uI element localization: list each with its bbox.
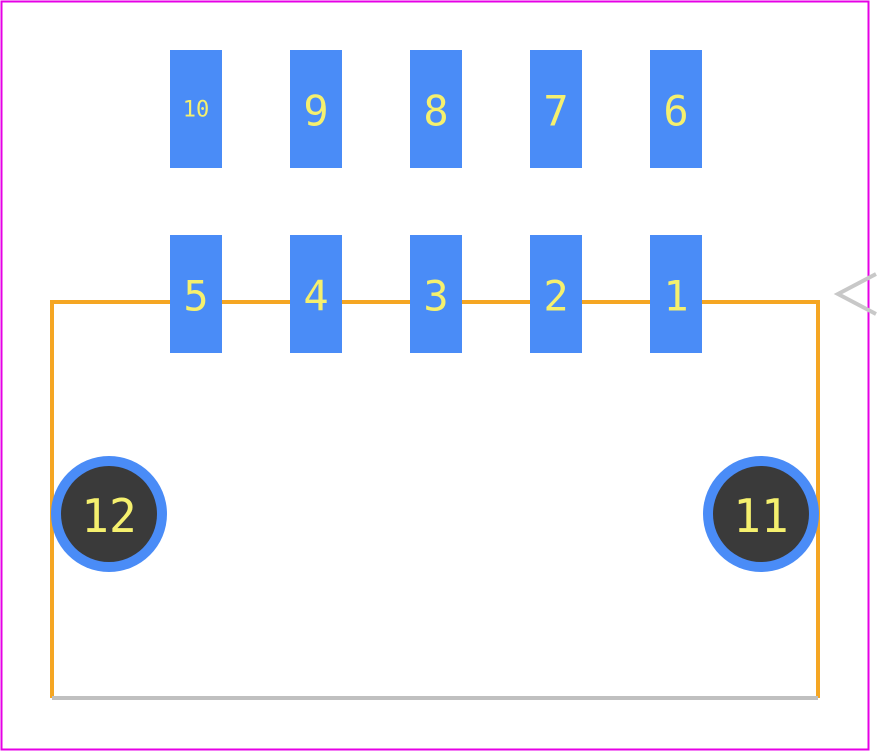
pad-label-7: 7	[543, 87, 568, 136]
pad-7	[530, 50, 582, 168]
pad-3	[410, 235, 462, 353]
pad-label-5: 5	[183, 272, 208, 321]
pad-label-2: 2	[543, 272, 568, 321]
silkscreen-outline	[50, 300, 820, 698]
mounting-holes: 12 11	[51, 456, 819, 572]
mounting-hole-12-drill	[61, 466, 157, 562]
pad-label-9: 9	[303, 87, 328, 136]
pad-1	[650, 235, 702, 353]
pad-6	[650, 50, 702, 168]
pad-label-8: 8	[423, 87, 448, 136]
pad-4	[290, 235, 342, 353]
pin1-marker	[833, 272, 877, 316]
pad-label-10: 10	[183, 98, 210, 123]
mounting-hole-label-11: 11	[733, 489, 788, 543]
mounting-hole-11-drill	[713, 466, 809, 562]
pad-5	[170, 235, 222, 353]
pad-10	[170, 50, 222, 168]
pad-label-6: 6	[663, 87, 688, 136]
pad-8	[410, 50, 462, 168]
pad-9	[290, 50, 342, 168]
pad-2	[530, 235, 582, 353]
pad-label-3: 3	[423, 272, 448, 321]
pad-label-1: 1	[663, 272, 688, 321]
bottom-row-pads: 5 4 3 2 1	[170, 235, 702, 353]
pad-label-4: 4	[303, 272, 328, 321]
mounting-hole-label-12: 12	[81, 489, 136, 543]
top-row-pads: 10 9 8 7 6	[170, 50, 702, 168]
